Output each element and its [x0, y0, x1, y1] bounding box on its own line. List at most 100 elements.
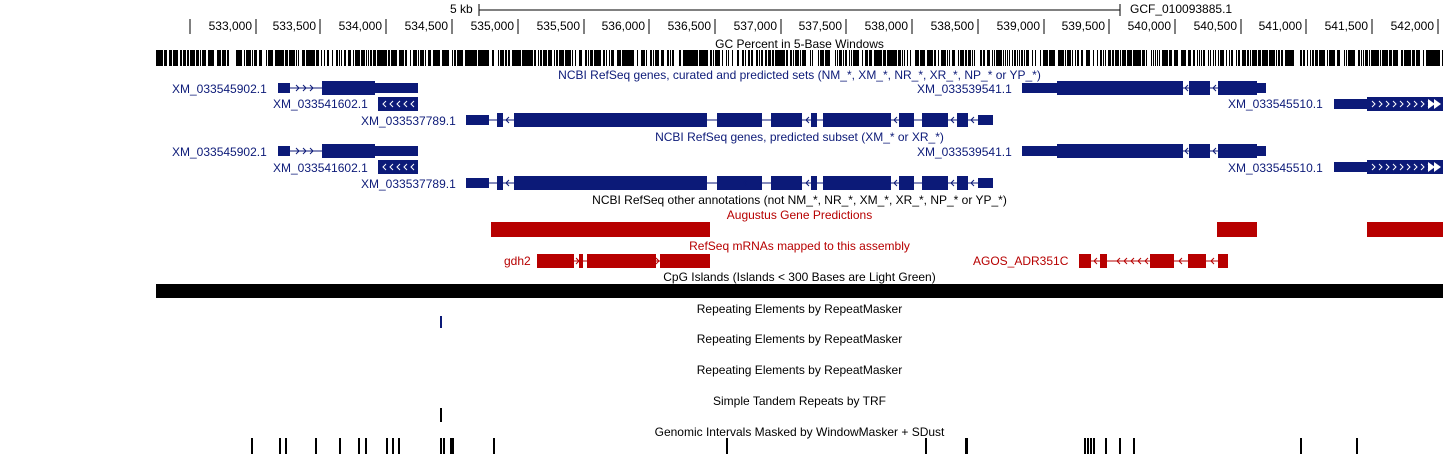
- windowmasker-interval[interactable]: [285, 438, 287, 454]
- exon-block[interactable]: [378, 160, 418, 174]
- exon-block[interactable]: [922, 176, 948, 190]
- exon-block[interactable]: [1057, 144, 1183, 158]
- windowmasker-interval[interactable]: [398, 438, 400, 454]
- exon-block[interactable]: [771, 113, 802, 127]
- gene-label[interactable]: XM_033545902.1: [172, 145, 267, 159]
- windowmasker-interval[interactable]: [440, 438, 442, 454]
- exon-block[interactable]: [1022, 83, 1057, 93]
- exon-block[interactable]: [957, 113, 968, 127]
- windowmasker-intervals[interactable]: [251, 438, 1358, 454]
- exon-block[interactable]: [823, 113, 891, 127]
- windowmasker-interval[interactable]: [1087, 438, 1089, 454]
- exon-block[interactable]: [378, 97, 418, 111]
- exon-block[interactable]: [1188, 254, 1206, 268]
- windowmasker-interval[interactable]: [1119, 438, 1121, 454]
- windowmasker-interval[interactable]: [726, 438, 728, 454]
- windowmasker-interval[interactable]: [392, 438, 394, 454]
- track-title-augustus[interactable]: Augustus Gene Predictions: [726, 208, 873, 222]
- exon-block[interactable]: [1079, 254, 1091, 268]
- windowmasker-interval[interactable]: [339, 438, 341, 454]
- exon-block[interactable]: [1257, 83, 1266, 93]
- track-title-refseq-mrna[interactable]: RefSeq mRNAs mapped to this assembly: [689, 239, 910, 253]
- track-title-cpg[interactable]: CpG Islands (Islands < 300 Bases are Lig…: [663, 270, 936, 284]
- track-title-repeatmasker[interactable]: Repeating Elements by RepeatMasker: [696, 302, 903, 316]
- exon-block[interactable]: [1367, 160, 1443, 174]
- windowmasker-interval[interactable]: [925, 438, 927, 454]
- exon-block[interactable]: [1257, 146, 1266, 156]
- exon-block[interactable]: [587, 254, 656, 268]
- exon-block[interactable]: [978, 115, 993, 125]
- tandem-repeat-element[interactable]: [440, 408, 442, 422]
- exon-block[interactable]: [537, 254, 549, 268]
- mrna-label[interactable]: AGOS_ADR351C: [973, 254, 1069, 268]
- exon-block[interactable]: [322, 144, 375, 158]
- exon-block[interactable]: [1057, 81, 1183, 95]
- mrna-label[interactable]: gdh2: [504, 254, 531, 268]
- exon-block[interactable]: [717, 176, 762, 190]
- exon-block[interactable]: [771, 176, 802, 190]
- augustus-prediction[interactable]: [491, 222, 710, 237]
- repeatmasker-element[interactable]: [440, 316, 442, 328]
- exon-block[interactable]: [811, 113, 817, 127]
- exon-block[interactable]: [717, 113, 762, 127]
- windowmasker-interval[interactable]: [315, 438, 317, 454]
- exon-block[interactable]: [375, 83, 418, 93]
- windowmasker-interval[interactable]: [358, 438, 360, 454]
- exon-block[interactable]: [1218, 81, 1257, 95]
- gene-label[interactable]: XM_033537789.1: [361, 177, 456, 191]
- exon-block[interactable]: [1218, 144, 1257, 158]
- track-title-windowmasker[interactable]: Genomic Intervals Masked by WindowMasker…: [654, 425, 945, 439]
- track-title-repeatmasker[interactable]: Repeating Elements by RepeatMasker: [696, 363, 903, 377]
- gene-label[interactable]: XM_033541602.1: [273, 161, 368, 175]
- windowmasker-interval[interactable]: [365, 438, 367, 454]
- exon-block[interactable]: [978, 178, 993, 188]
- gene-label[interactable]: XM_033541602.1: [273, 97, 368, 111]
- gene-label[interactable]: XM_033539541.1: [917, 145, 1012, 159]
- gc-percent-wiggle[interactable]: [156, 50, 1443, 66]
- exon-block[interactable]: [811, 176, 817, 190]
- exon-block[interactable]: [322, 81, 375, 95]
- exon-block[interactable]: [497, 113, 503, 127]
- augustus-prediction[interactable]: [1217, 222, 1257, 237]
- exon-block[interactable]: [466, 178, 489, 188]
- exon-block[interactable]: [549, 254, 574, 268]
- cpg-island-bar[interactable]: [156, 284, 1443, 298]
- windowmasker-interval[interactable]: [443, 438, 445, 454]
- exon-block[interactable]: [1150, 254, 1174, 268]
- track-title-refseq-all[interactable]: NCBI RefSeq genes, curated and predicted…: [558, 68, 1041, 82]
- exon-block[interactable]: [899, 176, 914, 190]
- exon-block[interactable]: [1218, 254, 1228, 268]
- windowmasker-interval[interactable]: [251, 438, 253, 454]
- gene-label[interactable]: XM_033545510.1: [1228, 97, 1323, 111]
- windowmasker-interval[interactable]: [450, 438, 452, 454]
- exon-block[interactable]: [1334, 99, 1367, 109]
- windowmasker-interval[interactable]: [1084, 438, 1086, 454]
- windowmasker-interval[interactable]: [1300, 438, 1302, 454]
- track-title-refseq-predicted[interactable]: NCBI RefSeq genes, predicted subset (XM_…: [655, 130, 944, 144]
- windowmasker-interval[interactable]: [1356, 438, 1358, 454]
- track-title-gc-percent[interactable]: GC Percent in 5-Base Windows: [715, 37, 884, 51]
- track-title-trf[interactable]: Simple Tandem Repeats by TRF: [713, 394, 886, 408]
- exon-block[interactable]: [514, 176, 707, 190]
- windowmasker-interval[interactable]: [452, 438, 454, 454]
- gene-label[interactable]: XM_033545902.1: [172, 82, 267, 96]
- exon-block[interactable]: [579, 254, 583, 268]
- exon-block[interactable]: [514, 113, 707, 127]
- exon-block[interactable]: [1189, 144, 1210, 158]
- exon-block[interactable]: [922, 113, 948, 127]
- track-title-refseq-other[interactable]: NCBI RefSeq other annotations (not NM_*,…: [592, 193, 1007, 207]
- exon-block[interactable]: [957, 176, 968, 190]
- exon-block[interactable]: [1189, 81, 1210, 95]
- exon-block[interactable]: [1100, 254, 1107, 268]
- exon-block[interactable]: [899, 113, 914, 127]
- gene-label[interactable]: XM_033537789.1: [361, 114, 456, 128]
- exon-block[interactable]: [660, 254, 710, 268]
- gene-models[interactable]: [278, 81, 1443, 268]
- exon-block[interactable]: [375, 146, 418, 156]
- windowmasker-interval[interactable]: [386, 438, 388, 454]
- exon-block[interactable]: [823, 176, 891, 190]
- exon-block[interactable]: [278, 83, 290, 93]
- track-title-repeatmasker[interactable]: Repeating Elements by RepeatMasker: [696, 332, 903, 346]
